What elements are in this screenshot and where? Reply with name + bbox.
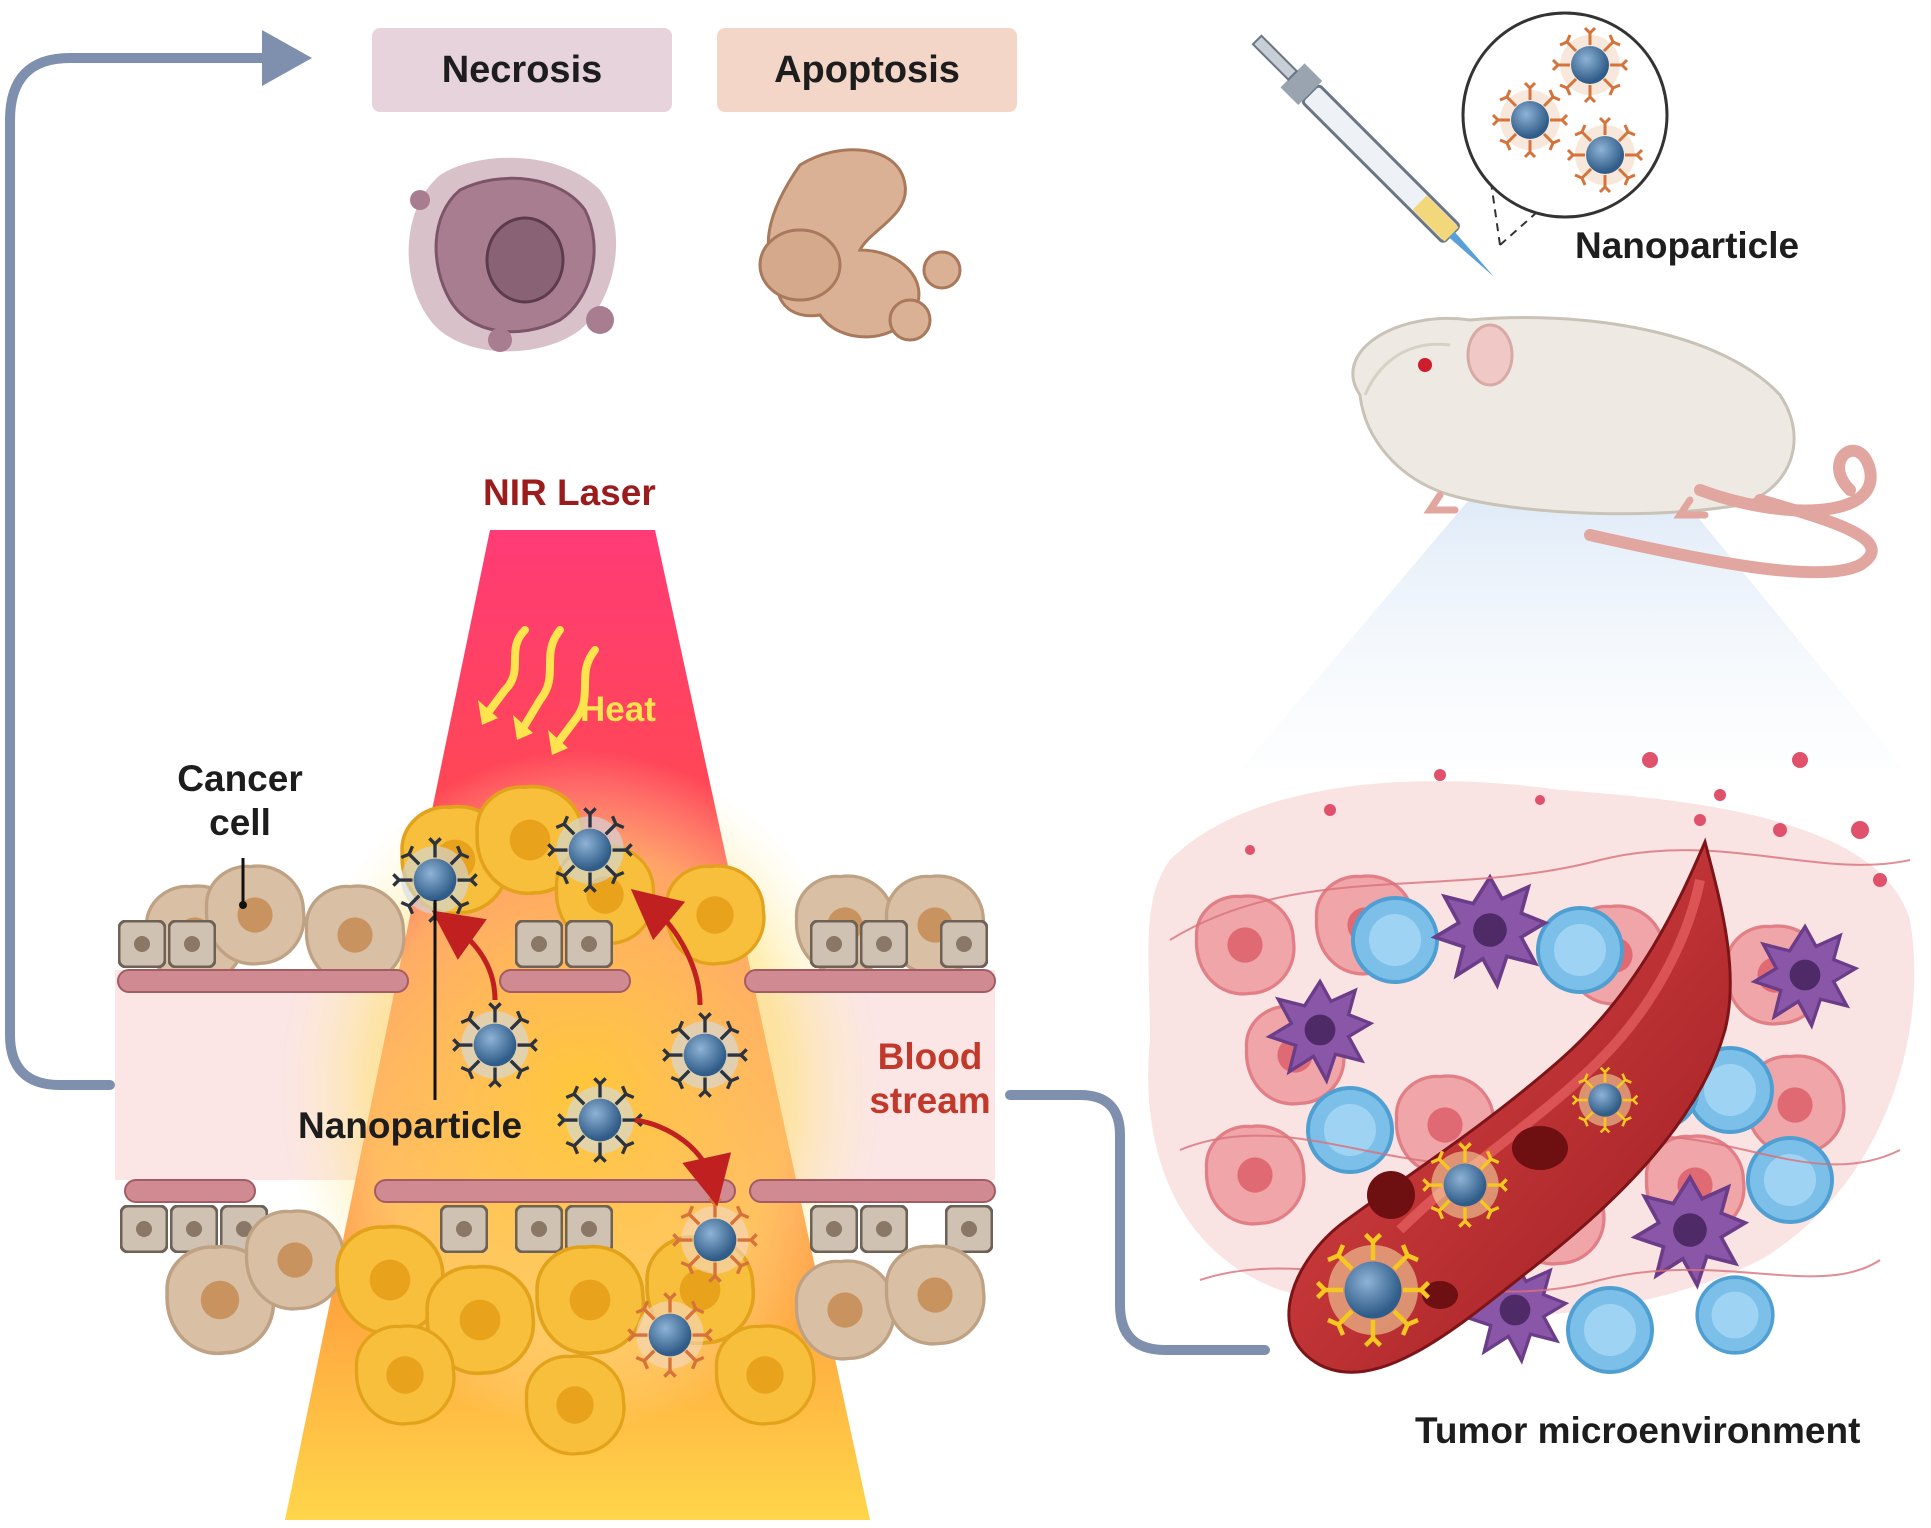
lower-tissue — [120, 1179, 996, 1456]
upper-tissue — [117, 784, 996, 993]
flow-arrow-left — [5, 53, 273, 1090]
syringe — [1251, 34, 1495, 277]
nanoparticle-bottom-label: Nanoparticle — [298, 1105, 523, 1146]
heat-arrows — [486, 626, 599, 744]
migration-arrows — [431, 888, 732, 1207]
flow-arrowhead — [262, 30, 312, 86]
necrotic-cell — [408, 157, 617, 352]
cancer-cell-label-line1: Cancer — [177, 758, 303, 799]
heat-label: Heat — [580, 690, 656, 729]
flow-connector-right — [1005, 1090, 1270, 1355]
nanoparticle-top-label: Nanoparticle — [1575, 225, 1800, 266]
blood-stream-label: Blood stream — [865, 1035, 995, 1123]
cancer-cell-label: Cancer cell — [165, 757, 315, 845]
mouse — [1351, 316, 1878, 579]
cancer-cell-label-line2: cell — [209, 802, 271, 843]
spotlight-cone — [1240, 410, 1905, 770]
blood-stream-label-line2: stream — [869, 1080, 991, 1121]
necrosis-label: Necrosis — [441, 48, 603, 91]
apoptosis-box: Apoptosis — [717, 28, 1017, 112]
blood-stream-label-line1: Blood — [877, 1036, 983, 1077]
nir-laser-label: NIR Laser — [483, 472, 656, 513]
apoptosis-label: Apoptosis — [774, 48, 960, 91]
blood-vessel — [1287, 837, 1732, 1374]
necrosis-box: Necrosis — [372, 28, 672, 112]
apoptotic-cell — [758, 148, 962, 342]
tumor-microenvironment-label: Tumor microenvironment — [1415, 1410, 1861, 1451]
tumor-cluster — [1148, 752, 1915, 1374]
